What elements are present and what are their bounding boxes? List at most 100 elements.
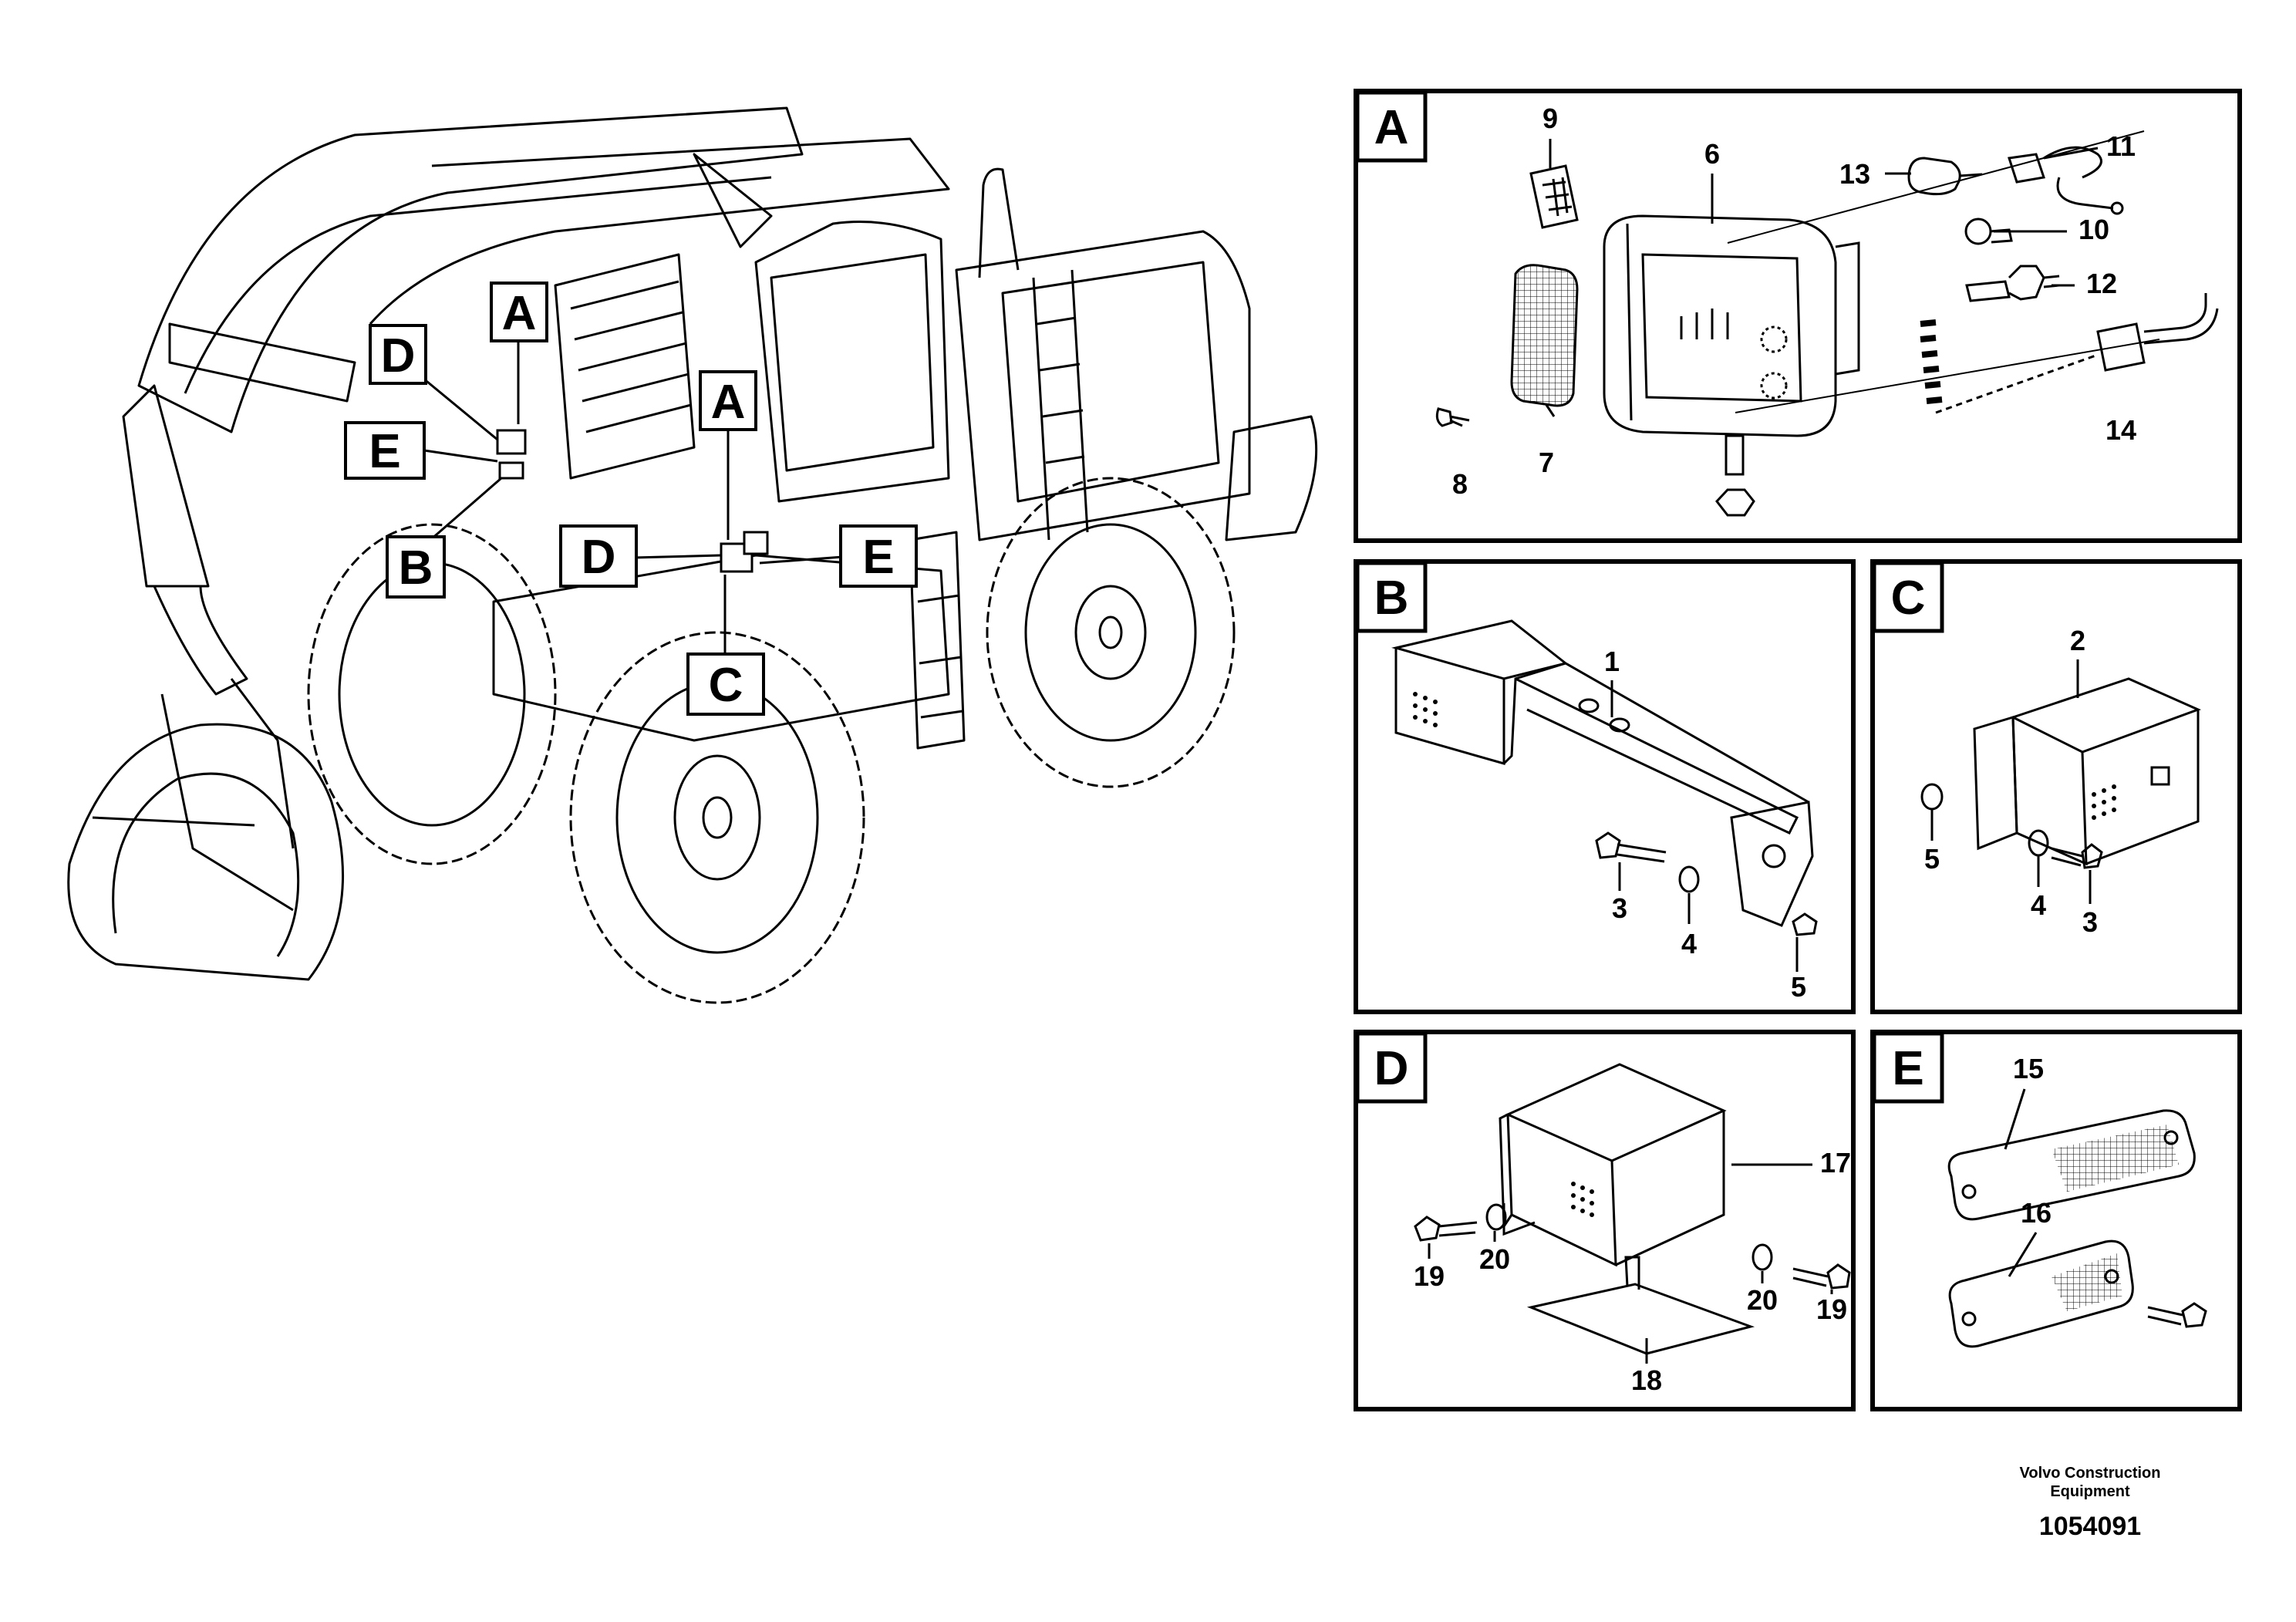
svg-text:E: E: [369, 425, 400, 478]
washer-4-c: [2028, 829, 2049, 857]
footer: Volvo Construction Equipment 1054091: [1974, 1464, 2206, 1542]
wheels: [307, 477, 1236, 1004]
part-label-16: 16: [2021, 1197, 2052, 1229]
part-label-20-left: 20: [1479, 1243, 1510, 1275]
bolt-3: [1595, 831, 1621, 859]
part-label-6: 6: [1704, 138, 1720, 170]
part-label-2: 2: [2070, 625, 2085, 656]
bulb-10: [1964, 218, 1992, 245]
panel-c: C 2 5 4 3: [1870, 559, 2242, 1014]
rear-left-wheel: [307, 523, 557, 865]
part-label-13: 13: [1839, 158, 1870, 190]
svg-text:A: A: [502, 287, 537, 340]
connector-14: [2096, 322, 2146, 372]
steps: [909, 531, 966, 750]
log-grapple: [67, 723, 345, 981]
exhaust-pipe: [978, 167, 1020, 278]
lamp-mount-stud: [1725, 434, 1745, 476]
bulb-12: [1965, 280, 2011, 302]
overview-callout-a-left: A: [490, 282, 548, 342]
overview-callout-d-left: D: [369, 324, 427, 385]
rear-right-wheel: [986, 477, 1236, 788]
part-label-4-c: 4: [2031, 889, 2046, 921]
panel-e-letter: E: [1892, 1042, 1923, 1095]
screw-8: [1435, 407, 1470, 427]
washer-20-left: [1485, 1203, 1507, 1231]
panel-e: E 15 16: [1870, 1030, 2242, 1411]
svg-text:E: E: [862, 531, 894, 584]
washer-4: [1678, 865, 1700, 893]
part-label-20-right: 20: [1747, 1284, 1778, 1316]
bolt-19-right: [1792, 1267, 1829, 1287]
part-label-5-c: 5: [1924, 843, 1940, 875]
part-label-3: 3: [1612, 892, 1627, 924]
work-lamp-housing: [1603, 214, 1837, 437]
counterweight: [1225, 415, 1318, 541]
plate-18: [1526, 1283, 1755, 1355]
front-left-wheel: [569, 631, 865, 1004]
svg-text:C: C: [709, 659, 743, 712]
brand-line-2: Equipment: [2050, 1483, 2130, 1500]
part-label-18: 18: [1631, 1364, 1662, 1396]
part-label-5: 5: [1791, 971, 1806, 1003]
overview-callout-a-right: A: [699, 370, 757, 431]
part-label-10: 10: [2079, 214, 2109, 245]
wheel-loader-overview: [67, 106, 1318, 981]
bulb-socket-11: [2008, 153, 2045, 184]
panel-c-letter: C: [1891, 572, 1926, 625]
overview-callout-e-left: E: [344, 421, 426, 480]
radiator-grille: [554, 253, 696, 480]
overview-callouts: A D E B A D E C: [344, 282, 918, 716]
ladder: [1032, 269, 1089, 541]
drawing-number: 1054091: [2038, 1512, 2142, 1541]
lens-15: [1947, 1109, 2196, 1221]
svg-text:D: D: [582, 531, 616, 584]
bolt-19-left: [1414, 1216, 1441, 1242]
panel-a: A: [1354, 89, 2242, 543]
part-label-3-c: 3: [2082, 906, 2098, 938]
bracket-1: [1391, 619, 1818, 936]
part-label-17: 17: [1820, 1147, 1851, 1179]
cab: [754, 221, 950, 503]
reflector-7: [1510, 264, 1579, 407]
part-label-14: 14: [2106, 414, 2136, 446]
washer-20-right: [1752, 1243, 1773, 1271]
part-label-7: 7: [1539, 447, 1554, 478]
panel-d-letter: D: [1374, 1042, 1409, 1095]
overview-callout-c: C: [686, 653, 765, 716]
panel-b: B: [1354, 559, 1856, 1014]
lamp-box-2: [1920, 677, 2201, 869]
machine-lamp-left: [496, 429, 527, 455]
svg-text:A: A: [711, 376, 746, 429]
panel-a-letter: A: [1374, 101, 1409, 154]
part-label-8: 8: [1452, 468, 1468, 500]
boom-frame: [137, 106, 804, 433]
part-label-11: 11: [2106, 130, 2136, 162]
part-label-19-right: 19: [1816, 1293, 1847, 1325]
lamp-box-17: [1414, 1063, 1851, 1355]
front-frame: [492, 554, 950, 742]
bulb-13: [1907, 157, 1961, 196]
callout-leaders: [422, 341, 844, 656]
part-label-12: 12: [2086, 268, 2117, 299]
part-label-4: 4: [1681, 928, 1697, 959]
brand-line-1: Volvo Construction: [2019, 1465, 2161, 1482]
lamp-nut: [1715, 488, 1755, 517]
part-label-19-left: 19: [1414, 1260, 1445, 1292]
part-label-1: 1: [1604, 646, 1620, 677]
svg-text:B: B: [399, 541, 433, 595]
side-lens-9: [1529, 164, 1579, 229]
nut-5: [1792, 912, 1818, 936]
overview-callout-b: B: [386, 535, 446, 599]
engine-hood: [955, 230, 1251, 541]
bolt-3-c: [2051, 847, 2083, 867]
screw-e: [2147, 1306, 2183, 1326]
nut-5-c: [1920, 783, 1944, 811]
part-label-9: 9: [1542, 103, 1558, 134]
overview-callout-d-right: D: [559, 524, 638, 588]
lens-16: [1948, 1239, 2134, 1348]
overview-callout-e-right: E: [839, 524, 918, 588]
part-label-15: 15: [2013, 1053, 2044, 1084]
svg-text:D: D: [381, 329, 416, 383]
